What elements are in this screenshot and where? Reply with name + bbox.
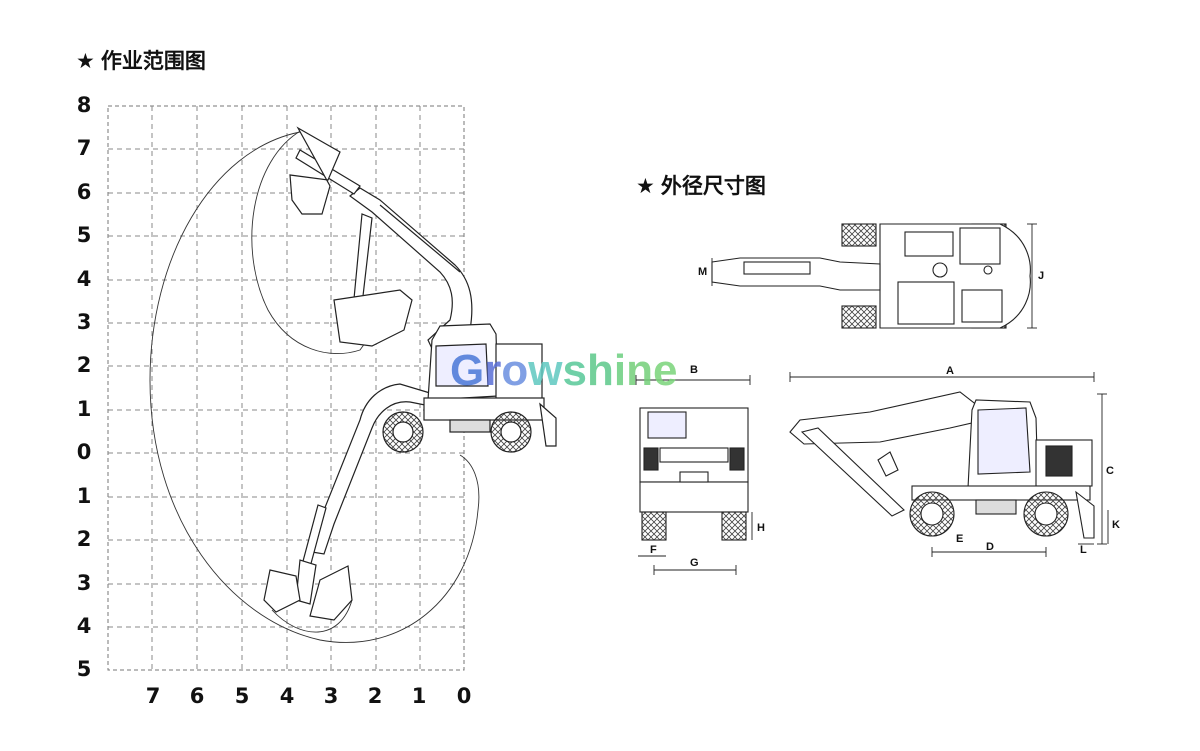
y-tick: 1	[76, 397, 92, 421]
y-tick: 5	[76, 223, 92, 247]
dim-label-h: H	[757, 522, 765, 534]
y-tick: 0	[76, 440, 92, 464]
y-tick: 3	[76, 310, 92, 334]
watermark-letter: s	[562, 346, 587, 395]
watermark-letter: r	[484, 346, 502, 395]
watermark-letter: G	[450, 346, 485, 395]
watermark-letter: i	[613, 346, 627, 395]
y-tick: 1	[76, 484, 92, 508]
dim-label-d: D	[986, 541, 994, 553]
y-tick: 4	[76, 267, 92, 291]
growshine-watermark-logo: Growshine	[450, 346, 677, 396]
watermark-letter: n	[626, 346, 653, 395]
watermark-letter: h	[586, 346, 614, 395]
dim-label-a: A	[946, 365, 954, 377]
work-range-excavator-body	[382, 323, 557, 453]
star-icon: ★	[636, 174, 655, 198]
y-tick: 8	[76, 93, 92, 117]
watermark-letter: o	[501, 346, 529, 395]
x-tick: 2	[367, 684, 383, 708]
dim-label-j: J	[1038, 270, 1044, 282]
raised-arm	[289, 126, 473, 356]
x-tick: 1	[411, 684, 427, 708]
watermark-letter: e	[652, 346, 678, 395]
star-icon: ★	[76, 49, 95, 73]
y-tick: 5	[76, 657, 92, 681]
y-tick: 3	[76, 571, 92, 595]
dimensions-title-text: 外径尺寸图	[660, 174, 766, 198]
rear-badge: XIYUAN	[681, 454, 707, 461]
y-tick: 2	[76, 527, 92, 551]
side-view-excavator	[789, 391, 1095, 539]
watermark-letter: w	[528, 346, 563, 395]
dim-label-f: F	[650, 544, 657, 556]
x-tick: 5	[234, 684, 250, 708]
work-range-title: ★作业范围图	[76, 45, 206, 75]
dimensions-title: ★外径尺寸图	[636, 170, 766, 200]
y-tick: 2	[76, 353, 92, 377]
dim-label-m: M	[698, 266, 707, 278]
dim-label-e: E	[956, 533, 963, 545]
x-tick: 3	[323, 684, 339, 708]
top-view-excavator	[711, 223, 1031, 329]
x-tick: 6	[189, 684, 205, 708]
y-tick: 7	[76, 136, 92, 160]
dim-label-k: K	[1112, 519, 1120, 531]
work-envelope	[149, 129, 480, 643]
dim-label-g: G	[690, 557, 699, 569]
work-range-title-text: 作业范围图	[100, 49, 206, 73]
x-tick: 7	[145, 684, 161, 708]
dim-label-c: C	[1106, 465, 1114, 477]
dimension-lines	[635, 223, 1109, 575]
dim-label-b: B	[690, 364, 698, 376]
rear-view-excavator	[639, 407, 749, 541]
x-tick: 4	[279, 684, 295, 708]
x-tick: 0	[456, 684, 472, 708]
dim-label-l: L	[1080, 544, 1087, 556]
y-tick: 6	[76, 180, 92, 204]
y-tick: 4	[76, 614, 92, 638]
